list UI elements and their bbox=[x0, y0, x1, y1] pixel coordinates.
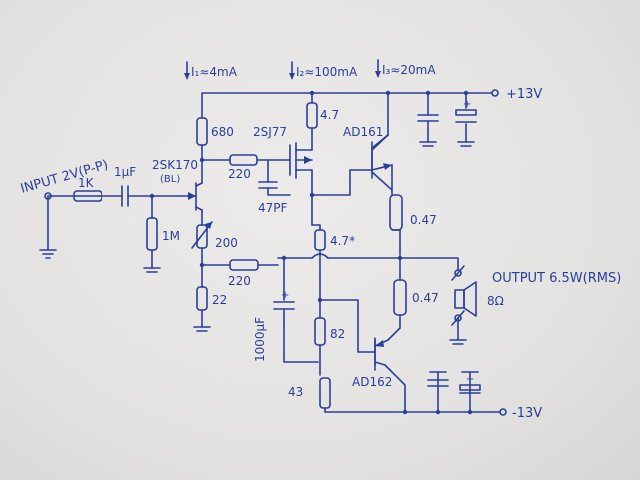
label-1uf: 1μF bbox=[114, 165, 136, 179]
label-0-47-lower: 0.47 bbox=[412, 291, 439, 305]
label-bl: (BL) bbox=[160, 174, 180, 185]
resistor-82 bbox=[314, 317, 326, 346]
capacitor-input bbox=[121, 185, 129, 207]
label-8-ohm: 8Ω bbox=[487, 294, 504, 308]
current-label-i1: I₁≈4mA bbox=[191, 65, 238, 79]
label-2sk170: 2SK170 bbox=[152, 158, 198, 172]
jfet-2sk170 bbox=[179, 182, 203, 211]
rail-positive-label: +13V bbox=[506, 87, 542, 102]
label-22: 22 bbox=[212, 293, 227, 307]
resistor-0-47-upper bbox=[389, 194, 403, 231]
svg-text:+: + bbox=[463, 99, 471, 110]
resistor-22 bbox=[193, 286, 211, 332]
capacitor-1000uf: + bbox=[273, 290, 295, 321]
capacitor-rail-negative: + bbox=[427, 371, 481, 394]
label-220-feedback: 220 bbox=[228, 274, 251, 288]
label-220-gate: 220 bbox=[228, 167, 251, 181]
svg-text:+: + bbox=[281, 290, 289, 301]
resistor-680 bbox=[196, 117, 208, 146]
label-1m: 1M bbox=[162, 229, 180, 243]
wiring bbox=[47, 92, 501, 413]
resistor-0-47-lower bbox=[393, 279, 407, 316]
transistor-ad162 bbox=[374, 337, 389, 371]
rail-positive-terminal bbox=[491, 89, 499, 97]
rail-negative-terminal bbox=[499, 408, 507, 416]
label-ad161: AD161 bbox=[343, 125, 383, 139]
junction-dots bbox=[149, 90, 473, 415]
resistor-4-7-drain bbox=[306, 102, 318, 129]
transistor-ad161 bbox=[349, 134, 393, 179]
current-label-i2: I₂≈100mA bbox=[296, 65, 358, 79]
label-ad162: AD162 bbox=[352, 375, 392, 389]
mosfet-2sj77 bbox=[289, 142, 313, 179]
current-label-i3: I₃≈20mA bbox=[382, 63, 436, 77]
label-0-47-upper: 0.47 bbox=[410, 213, 437, 227]
resistor-43 bbox=[319, 377, 331, 409]
rail-negative-label: -13V bbox=[512, 406, 542, 421]
capacitor-rail-positive: + bbox=[417, 99, 477, 147]
resistor-1m bbox=[143, 217, 161, 273]
resistor-4-7-source bbox=[314, 229, 326, 251]
label-4-7-drain: 4.7 bbox=[320, 108, 339, 122]
input-terminal bbox=[39, 192, 57, 259]
current-arrows bbox=[184, 59, 381, 80]
label-43: 43 bbox=[288, 385, 303, 399]
label-1k: 1K bbox=[78, 176, 95, 190]
label-47pf: 47PF bbox=[258, 201, 288, 215]
label-2sj77: 2SJ77 bbox=[253, 125, 287, 139]
capacitor-47pf bbox=[258, 181, 291, 196]
speaker-icon bbox=[449, 265, 477, 345]
label-82: 82 bbox=[330, 327, 345, 341]
label-4-7-source: 4.7* bbox=[330, 234, 355, 248]
resistor-220-feedback bbox=[229, 259, 259, 271]
label-1000uf: 1000μF bbox=[253, 317, 267, 362]
output-label: OUTPUT 6.5W(RMS) bbox=[492, 271, 621, 286]
trimmer-200 bbox=[191, 221, 213, 249]
label-200: 200 bbox=[215, 236, 238, 250]
resistor-220-gate bbox=[229, 154, 258, 166]
label-680: 680 bbox=[211, 125, 234, 139]
